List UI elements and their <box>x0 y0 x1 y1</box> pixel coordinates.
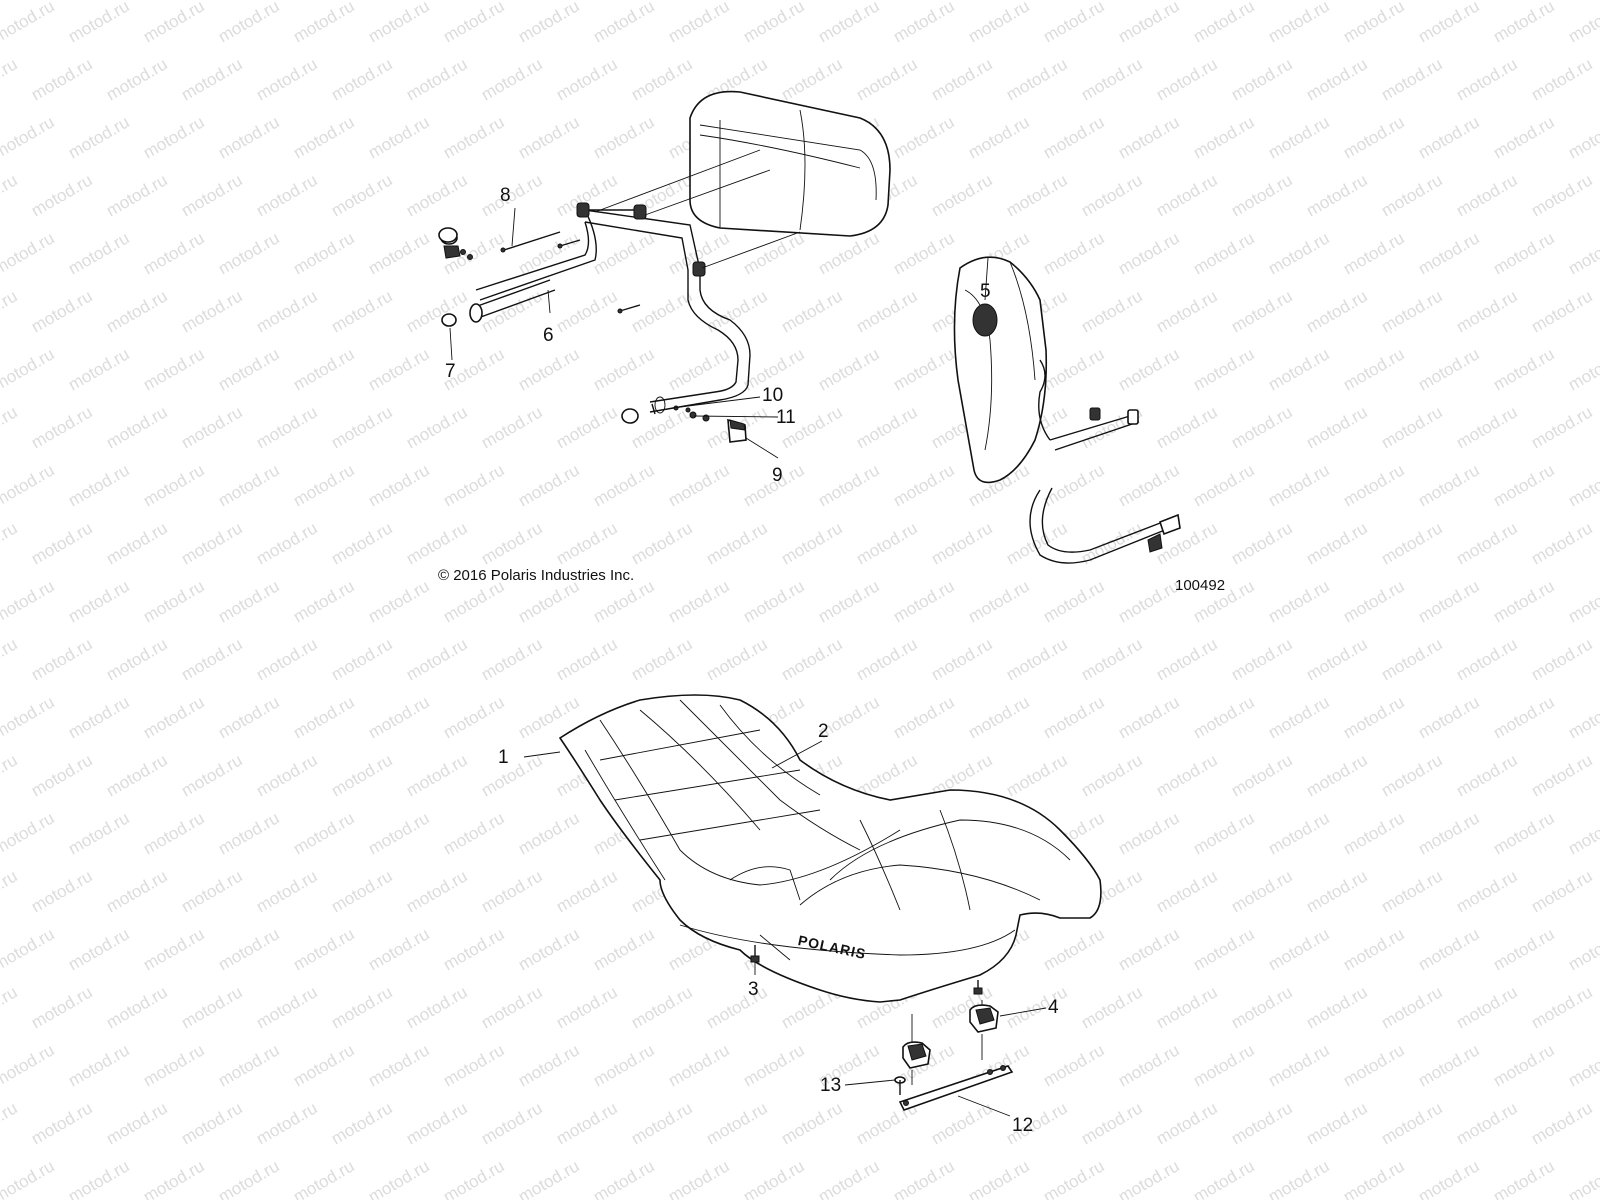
leader-12 <box>957 1095 1011 1117</box>
leader-11 <box>693 415 779 418</box>
leader-1 <box>523 751 561 758</box>
backrest-pad <box>689 90 891 237</box>
callout-12: 12 <box>1012 1115 1034 1136</box>
leader-7 <box>449 327 453 361</box>
callout-11: 11 <box>776 407 796 428</box>
leader-8 <box>511 207 516 247</box>
leader-9 <box>745 437 779 459</box>
callout-8: 8 <box>500 185 511 206</box>
leader-13 <box>844 1079 896 1086</box>
callout-7: 7 <box>445 361 456 382</box>
callout-2: 2 <box>818 721 829 742</box>
callout-9: 9 <box>772 465 783 486</box>
callout-5: 5 <box>980 281 991 302</box>
leader-10 <box>671 396 761 409</box>
leader-5 <box>984 257 989 301</box>
callout-1: 1 <box>498 747 509 768</box>
callout-6: 6 <box>543 325 554 346</box>
callout-3: 3 <box>748 979 759 1000</box>
callout-13: 13 <box>820 1075 842 1096</box>
callout-4: 4 <box>1048 997 1059 1018</box>
diagram-id: 100492 <box>1175 577 1226 594</box>
leader-6 <box>547 289 551 314</box>
latch-assembly <box>894 1000 1014 1111</box>
copyright-text: © 2016 Polaris Industries Inc. <box>438 567 635 584</box>
seat-assembly <box>558 694 1102 1003</box>
leader-2 <box>771 740 823 769</box>
backrest-bar <box>438 149 801 443</box>
bumper-4 <box>973 987 983 995</box>
callout-10: 10 <box>762 385 784 406</box>
leader-4 <box>999 1007 1047 1017</box>
backrest-assembled <box>953 256 1181 564</box>
bumper-3 <box>750 955 760 963</box>
